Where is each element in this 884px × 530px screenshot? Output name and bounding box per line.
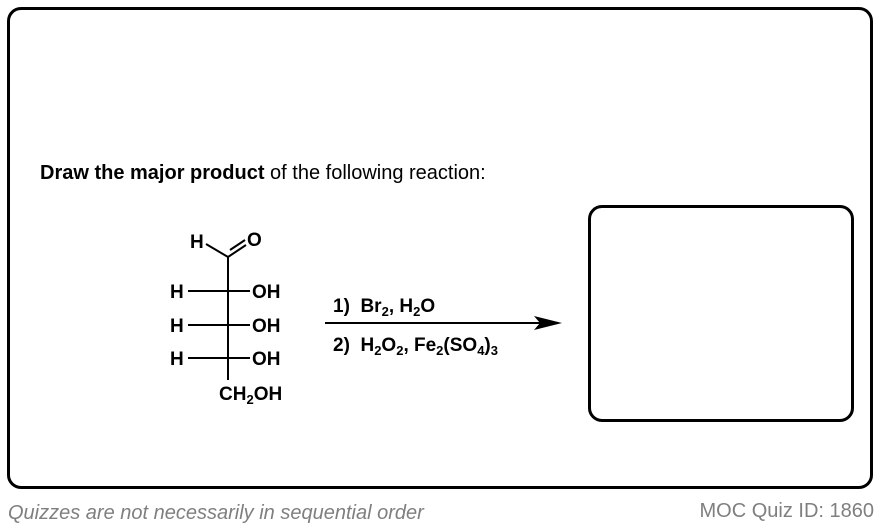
answer-box[interactable]	[588, 205, 854, 422]
quiz-id: MOC Quiz ID: 1860	[699, 500, 874, 522]
bottom-ch2oh: CH2OH	[219, 384, 282, 407]
question-bold: Draw the major product	[40, 162, 265, 184]
row3-h: H	[170, 349, 184, 370]
row2-oh: OH	[252, 316, 281, 337]
row1-oh: OH	[252, 282, 281, 303]
question-rest: of the following reaction:	[264, 162, 486, 184]
reagent-step-2: 2) H2O2, Fe2(SO4)3	[333, 335, 498, 358]
row3-oh: OH	[252, 349, 281, 370]
row2-h: H	[170, 316, 184, 337]
bond-h-c	[205, 243, 229, 258]
reaction-arrow-head	[534, 316, 562, 330]
row1-h: H	[170, 282, 184, 303]
question-text: Draw the major product of the following …	[40, 162, 486, 185]
bond-c-o-1	[227, 244, 247, 258]
aldehyde-h: H	[190, 232, 204, 253]
aldehyde-o: O	[247, 230, 262, 251]
reagent-step-1: 1) Br2, H2O	[333, 296, 436, 319]
bond-c-o-2	[229, 239, 246, 251]
footer-note: Quizzes are not necessarily in sequentia…	[8, 502, 424, 524]
